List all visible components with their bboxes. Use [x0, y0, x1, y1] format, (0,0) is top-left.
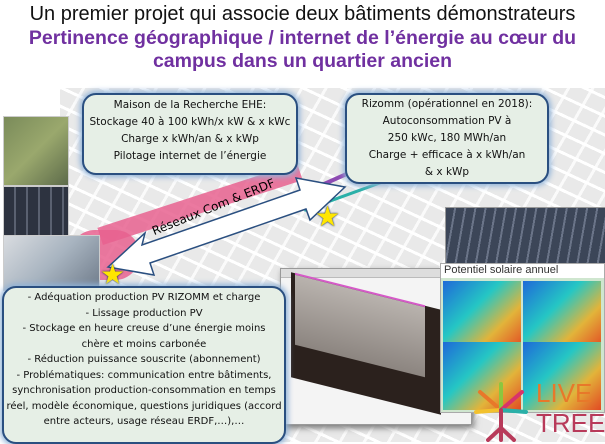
box-line: Charge + efficace à x kWh/an — [368, 149, 526, 161]
objectives-box: - Adéquation production PV RIZOMM et cha… — [2, 286, 286, 444]
live-tree-logo: LIVE TREE — [470, 378, 605, 442]
aerial-photo — [3, 116, 69, 186]
rizomm-box: Rizomm (opérationnel en 2018): Autoconso… — [345, 93, 549, 184]
bullet-item: - Problématiques: communication entre bâ… — [6, 369, 282, 428]
box-line: 250 kWc, 180 MWh/an — [387, 132, 507, 144]
box-line: Maison de la Recherche EHE: — [113, 99, 267, 111]
logo-text-live: LIVE — [536, 378, 593, 408]
solar-title: Potentiel solaire annuel — [441, 264, 604, 278]
slide-subtitle: Pertinence géographique / internet de l’… — [28, 27, 577, 72]
tree-icon — [474, 382, 528, 442]
star-icon: ★ — [100, 259, 126, 290]
box-line: Pilotage internet de l’énergie — [113, 150, 267, 162]
bullet-item: - Réduction puissance souscrite (abonnem… — [27, 354, 261, 365]
server-racks-photo — [3, 186, 69, 236]
bullet-item: - Adéquation production PV RIZOMM et cha… — [27, 292, 261, 303]
bullet-item: - Stockage en heure creuse d’une énergie… — [22, 323, 266, 350]
box-line: Charge x kWh/an & x kWp — [121, 133, 259, 145]
bullet-item: - Lissage production PV — [85, 307, 203, 319]
box-line: & x kWp — [424, 166, 470, 178]
logo-text-tree: TREE — [536, 408, 605, 438]
double-arrow — [106, 177, 347, 276]
box-line: Autoconsommation PV à — [382, 115, 512, 127]
slide-title: Un premier projet qui associe deux bâtim… — [29, 3, 576, 25]
office-photo — [3, 235, 100, 291]
maison-recherche-box: Maison de la Recherche EHE: Stockage 40 … — [82, 93, 298, 175]
star-icon: ★ — [315, 201, 341, 232]
box-line: Stockage 40 à 100 kWh/x kW & x kWc — [89, 116, 291, 128]
box-line: Rizomm (opérationnel en 2018): — [361, 98, 533, 110]
solar-panels-photo — [445, 207, 605, 267]
